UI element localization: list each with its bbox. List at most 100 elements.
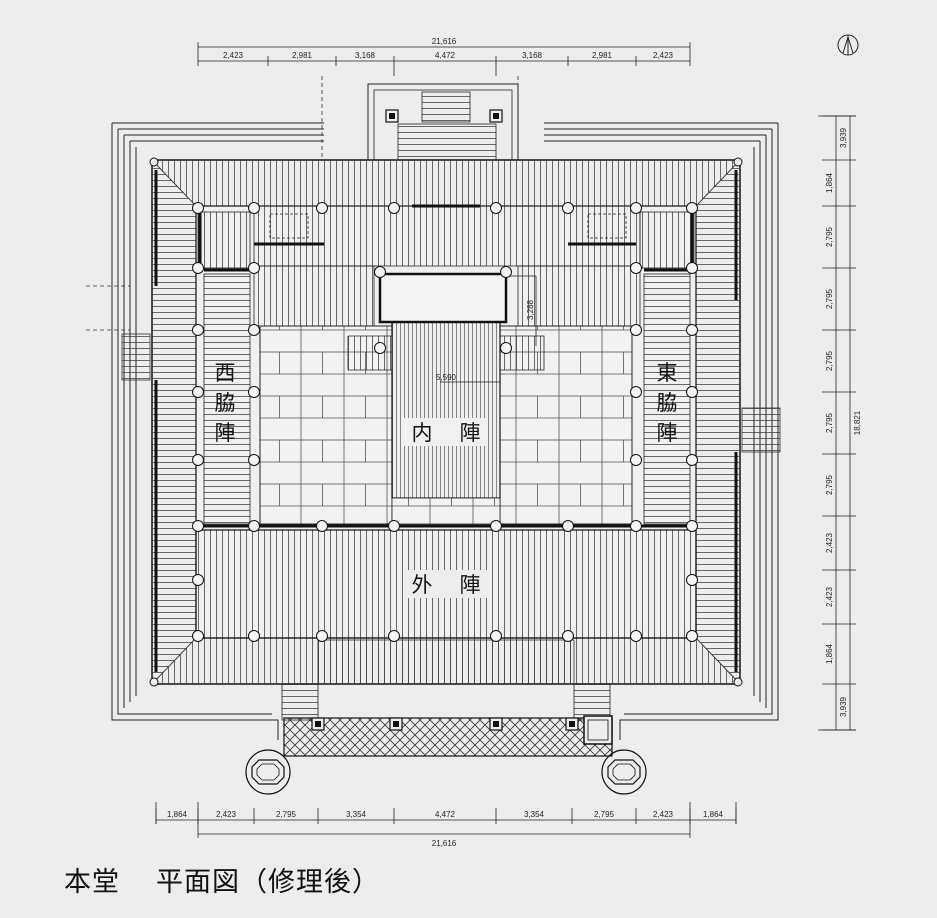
column: [374, 342, 386, 354]
east-lantern: [601, 749, 647, 795]
column: [316, 630, 328, 642]
dim-top-segment: 2,423: [223, 51, 244, 60]
dim-bottom-segment: 2,423: [653, 810, 674, 819]
caption-title: 本堂: [64, 867, 120, 898]
dim-right-segment: 3,939: [839, 127, 848, 148]
side-steps: [121, 333, 781, 453]
altar-platform: [378, 272, 508, 324]
column: [490, 630, 502, 642]
dim-top-segment: 2,981: [292, 51, 313, 60]
stone-pavement: [283, 717, 613, 757]
inner-sanctuary: [347, 272, 545, 525]
column: [388, 202, 400, 214]
dim-top-segment: 3,168: [355, 51, 376, 60]
dim-top-segment: 4,472: [435, 51, 456, 60]
column: [248, 262, 260, 274]
column: [630, 202, 642, 214]
column: [686, 574, 698, 586]
dim-right-segment: 2,795: [825, 288, 834, 309]
north-arrow-icon: [837, 34, 859, 56]
dim-right-total: 18,821: [853, 410, 862, 435]
west-chamber-floor: [203, 273, 251, 525]
walls: [154, 170, 738, 672]
column: [192, 630, 204, 642]
bottom-dimensions: [155, 802, 737, 838]
column: [686, 202, 698, 214]
dim-bottom-segment: 3,354: [524, 810, 545, 819]
column: [192, 574, 204, 586]
column: [248, 454, 260, 466]
dim-right-segment: 2,423: [825, 586, 834, 607]
dim-top-total: 21,616: [432, 37, 457, 46]
svg-text:陣: 陣: [460, 573, 481, 597]
column-grid: [192, 202, 698, 642]
column: [192, 386, 204, 398]
figure-caption: 本堂 平面図（修理後）: [64, 860, 380, 899]
north-entrance: [367, 83, 519, 165]
east-chamber-floor: [643, 273, 691, 525]
column: [630, 520, 642, 532]
south-entrance: [245, 683, 647, 795]
dim-bottom-segment: 2,423: [216, 810, 237, 819]
dim-right-segment: 2,795: [825, 226, 834, 247]
column: [630, 386, 642, 398]
column: [192, 454, 204, 466]
corner-posts: [149, 157, 743, 687]
right-dimensions: [818, 115, 856, 731]
column: [388, 520, 400, 532]
column: [686, 454, 698, 466]
dim-right-segment: 2,795: [825, 474, 834, 495]
column: [192, 262, 204, 274]
dim-bottom-segment: 2,795: [594, 810, 615, 819]
dim-right-segment: 1,864: [825, 172, 834, 193]
svg-text:脇: 脇: [657, 391, 678, 415]
dim-right-segment: 3,939: [839, 696, 848, 717]
svg-text:陣: 陣: [657, 421, 678, 445]
dim-right-segment: 2,423: [825, 532, 834, 553]
caption-subtitle: 平面図（修理後）: [156, 867, 380, 898]
dim-right-segment: 2,795: [825, 350, 834, 371]
room-label-east: 東 脇 陣: [657, 361, 678, 445]
column: [388, 630, 400, 642]
column: [630, 262, 642, 274]
column: [630, 630, 642, 642]
column: [248, 202, 260, 214]
column: [248, 386, 260, 398]
column: [630, 454, 642, 466]
dim-top-segment: 2,423: [653, 51, 674, 60]
dim-bottom-segment: 1,864: [703, 810, 724, 819]
column: [192, 324, 204, 336]
dim-right-segment: 1,864: [825, 643, 834, 664]
svg-text:東: 東: [657, 361, 678, 385]
column: [374, 266, 386, 278]
dim-right-segment: 2,795: [825, 412, 834, 433]
svg-text:西: 西: [215, 361, 236, 385]
column: [562, 520, 574, 532]
svg-text:陣: 陣: [460, 421, 481, 445]
column: [686, 520, 698, 532]
svg-text:内: 内: [412, 421, 433, 445]
column: [316, 202, 328, 214]
room-label-inner: 内 陣: [404, 418, 488, 446]
west-lantern: [245, 749, 291, 795]
svg-text:脇: 脇: [215, 391, 236, 415]
column: [686, 386, 698, 398]
column: [630, 324, 642, 336]
svg-text:外: 外: [412, 573, 433, 597]
dim-bottom-segment: 3,354: [346, 810, 367, 819]
column: [686, 324, 698, 336]
dim-right-segments: 3,939 1,864 2,795 2,795 2,795 2,795 2,795 2,423…: [822, 115, 856, 731]
dim-bottom-total: 21,616: [432, 839, 457, 848]
column: [192, 520, 204, 532]
column: [500, 342, 512, 354]
column: [562, 202, 574, 214]
dim-bottom-segment: 4,472: [435, 810, 456, 819]
svg-text:陣: 陣: [215, 421, 236, 445]
room-label-west: 西 脇 陣: [215, 361, 236, 445]
column: [192, 202, 204, 214]
column: [686, 630, 698, 642]
column: [562, 630, 574, 642]
